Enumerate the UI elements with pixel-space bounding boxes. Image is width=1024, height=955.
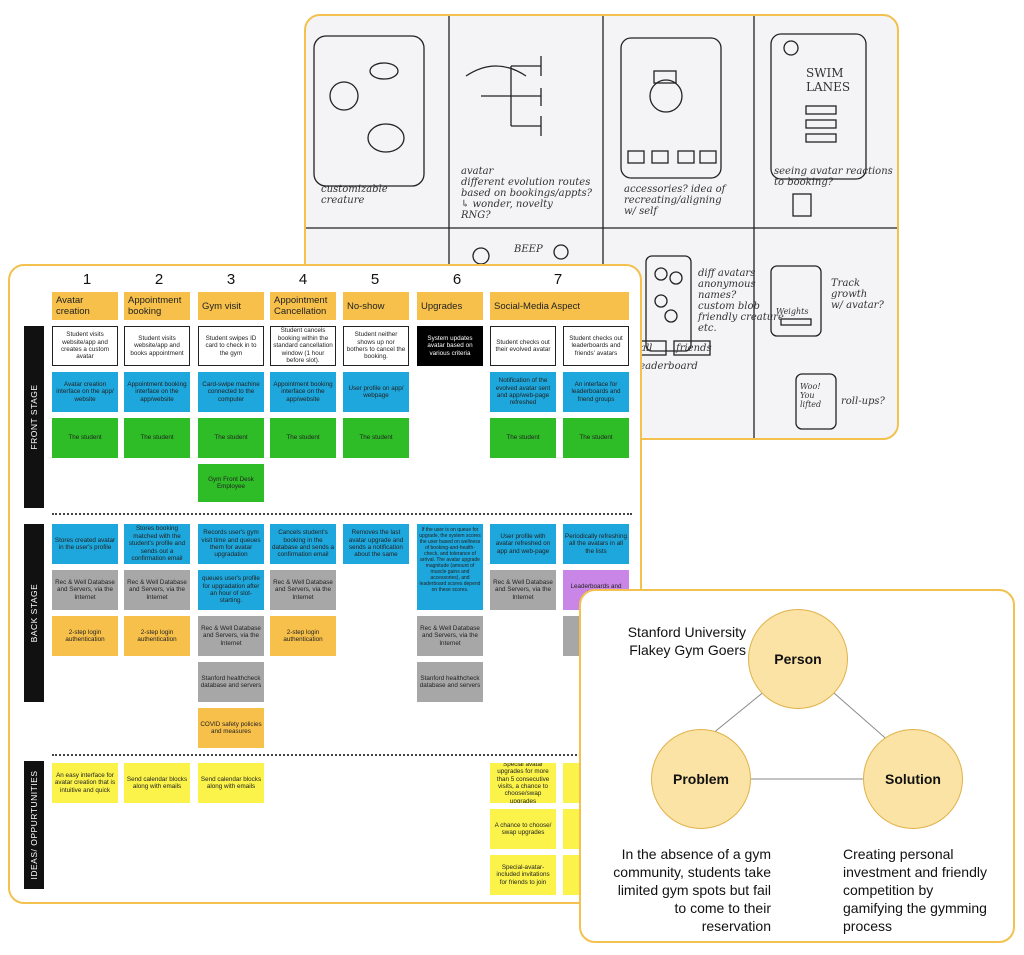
column-number: 3 (226, 271, 236, 288)
solution-circle: Solution (863, 729, 963, 829)
touchpoint-note: Card-swipe machine connected to the comp… (198, 372, 264, 412)
touchpoint-note: An interface for leaderboards and friend… (563, 372, 629, 412)
idea-note: A chance to choose/ swap upgrades (490, 809, 556, 849)
service-blueprint-card: 1 2 3 4 5 6 7 Avatar creation Appointmen… (8, 264, 642, 904)
caption-track-growth: Track growth w/ avatar? (831, 278, 884, 311)
column-number: 6 (452, 271, 462, 288)
student-action-note: Student cancels booking within the stand… (270, 326, 336, 366)
caption-all: all (640, 343, 653, 354)
backstage-note: Removes the last avatar upgrade and send… (343, 524, 409, 564)
idea-note: An easy interface for avatar creation th… (52, 763, 118, 803)
backstage-note: Records user's gym visit time and queues… (198, 524, 264, 564)
actor-note: The student (343, 418, 409, 458)
system-action-note: System updates avatar based on various c… (417, 326, 483, 366)
actor-note: The student (124, 418, 190, 458)
touchpoint-note: Avatar creation interface on the app/ we… (52, 372, 118, 412)
column-header: Upgrades (417, 292, 483, 320)
touchpoint-note: User profile on app/ webpage (343, 372, 409, 412)
line-of-visibility (52, 513, 632, 515)
login-note: 2-step login authentication (52, 616, 118, 656)
column-header: Gym visit (198, 292, 264, 320)
front-stage-label: FRONT STAGE (24, 326, 44, 508)
healthcheck-note: Stanford healthcheck database and server… (198, 662, 264, 702)
caption-avatar-reactions: seeing avatar reactions to booking? (774, 166, 893, 188)
touchpoint-note: Notification of the evolved avatar sent … (490, 372, 556, 412)
caption-beep: BEEP (514, 244, 543, 255)
column-header: Appointment Cancellation (270, 292, 336, 320)
idea-note: Send calendar blocks along with emails (124, 763, 190, 803)
caption-diff-avatars: diff avatars anonymous names? custom blo… (698, 268, 784, 334)
caption-evolution-routes: avatar different evolution routes based … (461, 166, 592, 221)
support-system-note: Rec & Well Database and Servers, via the… (490, 570, 556, 610)
student-action-note: Student checks out their evolved avatar (490, 326, 556, 366)
support-system-note: Rec & Well Database and Servers, via the… (417, 616, 483, 656)
problem-description: In the absence of a gym community, stude… (613, 846, 771, 934)
actor-note: The student (490, 418, 556, 458)
backstage-note: Periodically refreshing all the avatars … (563, 524, 629, 564)
idea-note: Send calendar blocks along with emails (198, 763, 264, 803)
column-number: 5 (370, 271, 380, 288)
covid-note: COVID safety policies and measures (198, 708, 264, 748)
column-number: 2 (154, 271, 164, 288)
column-header: Social-Media Aspect (490, 292, 629, 320)
column-header: Avatar creation (52, 292, 118, 320)
login-note: 2-step login authentication (270, 616, 336, 656)
backstage-note: queues user's profile for upgradation af… (198, 570, 264, 610)
column-number: 7 (553, 271, 563, 288)
backstage-note: Cancels student's booking in the databas… (270, 524, 336, 564)
backstage-note-scoring: If the user is on queue for upgrade, the… (417, 524, 483, 610)
student-action-note: Student checks out leaderboards and frie… (563, 326, 629, 366)
student-action-note: Student visits website/app and books app… (124, 326, 190, 366)
support-system-note: Rec & Well Database and Servers, via the… (198, 616, 264, 656)
backstage-note: User profile with avatar refreshed on ap… (490, 524, 556, 564)
caption-swim-lanes: SWIM LANES (806, 66, 851, 94)
actor-note: The student (198, 418, 264, 458)
caption-roll-ups: roll-ups? (841, 396, 885, 407)
column-header: Appointment booking (124, 292, 190, 320)
caption-woo: Woo! You lifted (800, 382, 822, 409)
solution-description: Creating personal investment and friendl… (843, 846, 987, 934)
problem-circle: Problem (651, 729, 751, 829)
caption-accessories: accessories? idea of recreating/aligning… (624, 184, 726, 217)
column-header: No-show (343, 292, 409, 320)
line-of-internal-interaction (52, 754, 632, 756)
column-number: 4 (298, 271, 308, 288)
person-problem-solution-card: Person Problem Solution Stanford Univers… (579, 589, 1015, 943)
touchpoint-note: Appointment booking interface on the app… (124, 372, 190, 412)
caption-weights: Weights (776, 307, 809, 316)
caption-friends: friends (676, 343, 712, 354)
caption-leaderboard: leaderboard (636, 361, 698, 372)
student-action-note: Student neither shows up nor bothers to … (343, 326, 409, 366)
healthcheck-note: Stanford healthcheck database and server… (417, 662, 483, 702)
backstage-note: Stores booking matched with the student'… (124, 524, 190, 564)
column-number: 1 (82, 271, 92, 288)
backstage-note: Stores created avatar in the user's prof… (52, 524, 118, 564)
actor-note: The student (563, 418, 629, 458)
idea-note: Special-avatar-included invitations for … (490, 855, 556, 895)
actor-note: The student (52, 418, 118, 458)
back-stage-label: BACK STAGE (24, 524, 44, 702)
idea-note: Special avatar upgrades for more than 5 … (490, 763, 556, 803)
support-system-note: Rec & Well Database and Servers, via the… (270, 570, 336, 610)
student-action-note: Student swipes ID card to check in to th… (198, 326, 264, 366)
touchpoint-note: Appointment booking interface on the app… (270, 372, 336, 412)
support-system-note: Rec & Well Database and Servers, via the… (124, 570, 190, 610)
caption-customizable-creature: customizable creature (321, 184, 388, 206)
ideas-label: IDEAS/ OPPURTUNITIES (24, 761, 44, 889)
person-circle: Person (748, 609, 848, 709)
actor-note: The student (270, 418, 336, 458)
actor-note-front-desk: Gym Front Desk Employee (198, 464, 264, 502)
login-note: 2-step login authentication (124, 616, 190, 656)
support-system-note: Rec & Well Database and Servers, via the… (52, 570, 118, 610)
person-description: Stanford University Flakey Gym Goers (627, 624, 746, 658)
student-action-note: Student visits website/app and creates a… (52, 326, 118, 366)
